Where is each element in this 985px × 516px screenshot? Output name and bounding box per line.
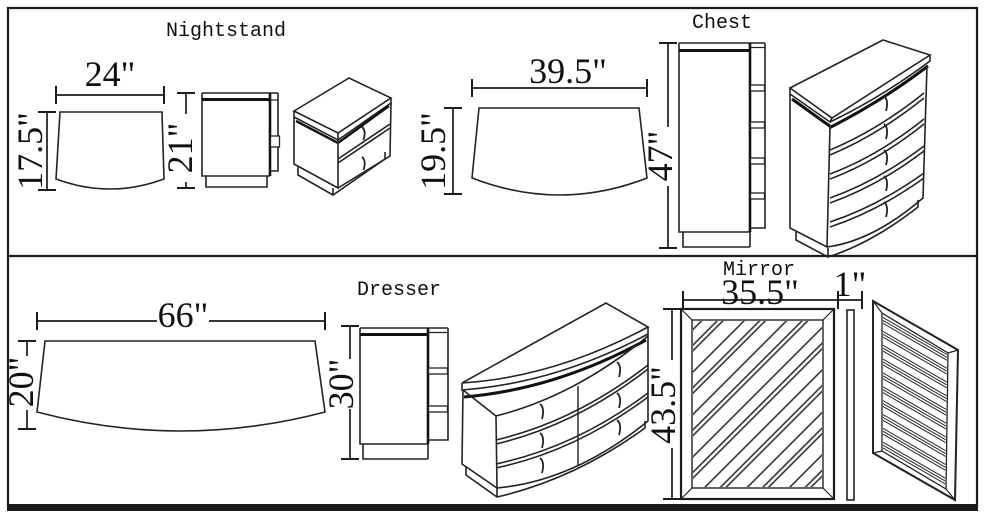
chest-base	[682, 232, 750, 248]
chest-width-dim	[471, 79, 648, 97]
dresser-side-view	[359, 327, 449, 460]
nightstand-width-value: 24"	[84, 54, 136, 94]
mirror-label: Mirror	[722, 259, 796, 282]
dresser-depth-dim	[18, 340, 36, 430]
drawer-handle	[883, 95, 889, 112]
dresser-width-dim	[36, 312, 326, 330]
mirror-glass-hatch	[693, 321, 822, 487]
nightstand-3d-view	[292, 77, 393, 196]
drawer-divider-clip	[749, 121, 766, 129]
nightstand-front-view	[201, 92, 281, 188]
drawer-handle	[539, 432, 545, 449]
mirror-drawing	[663, 291, 960, 502]
dresser-base	[362, 444, 428, 460]
drawer-handle	[883, 175, 889, 192]
nightstand-height-value: 21"	[160, 122, 200, 174]
dresser-width-value: 66"	[157, 295, 209, 335]
nightstand-top-view	[55, 111, 165, 190]
drawer-handle	[539, 457, 545, 474]
dresser-3d-view	[461, 302, 650, 498]
mirror-width-value: 35.5"	[721, 272, 799, 312]
chest-height-dim	[659, 42, 677, 249]
dresser-label: Dresser	[356, 279, 442, 302]
drawer-divider-clip	[749, 84, 766, 92]
chest-drawing	[444, 39, 932, 258]
drawer-handle	[883, 149, 889, 166]
chest-height-value: 47"	[640, 130, 680, 182]
drawer-handle	[616, 419, 622, 436]
mirror-height-dim	[663, 308, 681, 500]
dresser-drawing	[18, 302, 650, 498]
chest-3d-view	[788, 39, 932, 258]
nightstand-depth-dim	[38, 111, 56, 191]
drawer-handle	[883, 201, 889, 218]
nightstand-label: Nightstand	[165, 20, 287, 43]
drawer-handle	[539, 403, 545, 420]
drawer-divider-clip	[749, 157, 766, 165]
drawer-divider-clip	[269, 135, 281, 148]
mirror-glass-hatch-3d	[883, 314, 947, 488]
chest-label: Chest	[691, 12, 753, 35]
drawer-handle	[883, 123, 889, 140]
panel-frame	[6, 6, 979, 511]
mirror-front-view	[679, 307, 836, 501]
nightstand-drawing	[38, 77, 393, 196]
nightstand-depth-value: 17.5"	[10, 112, 50, 190]
nightstand-base	[205, 176, 268, 188]
drawer-divider-clip	[749, 192, 766, 200]
dresser-depth-value: 20"	[1, 356, 41, 408]
dresser-top-view	[36, 340, 326, 432]
chest-side-view	[678, 42, 766, 248]
drawer-handle	[361, 156, 366, 171]
chest-depth-value: 19.5"	[413, 112, 453, 190]
chest-top-view	[471, 107, 648, 196]
mirror-3d-view	[872, 299, 960, 502]
chest-depth-dim	[444, 107, 462, 195]
drawer-divider-clip	[427, 405, 449, 413]
mirror-height-value: 43.5"	[643, 366, 683, 444]
nightstand-width-dim	[55, 86, 165, 104]
drawer-handle	[361, 126, 366, 141]
drawer-handle	[616, 392, 622, 409]
bottom-border	[7, 504, 978, 511]
drawer-handle	[616, 361, 622, 378]
mirror-thickness-value: 1"	[833, 264, 867, 304]
drawer-divider-clip	[427, 367, 449, 375]
dresser-height-dim	[341, 325, 359, 460]
dresser-height-value: 30"	[321, 358, 361, 410]
nightstand-height-dim	[177, 92, 195, 189]
mirror-edge-view	[846, 309, 855, 501]
mirror-thickness-dim	[838, 291, 863, 309]
chest-width-value: 39.5"	[529, 51, 607, 91]
